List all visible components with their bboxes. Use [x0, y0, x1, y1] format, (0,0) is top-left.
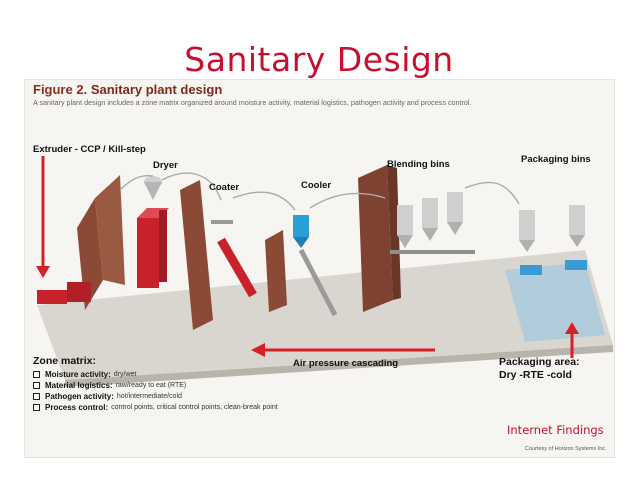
figure-title-text: Sanitary plant design	[90, 82, 223, 97]
internet-findings-note: Internet Findings	[507, 423, 604, 437]
plant-floor	[37, 250, 613, 380]
packaging-bins	[519, 205, 585, 252]
transfer-line	[161, 172, 222, 201]
zone-matrix-row: Material logistics: raw/ready to eat (RT…	[33, 381, 278, 390]
plant-illustration	[36, 156, 613, 387]
slide-title: Sanitary Design	[184, 40, 454, 79]
zone-matrix-row: Moisture activity: dry/wet	[33, 370, 278, 379]
callout-blending: Blending bins	[387, 159, 450, 170]
zone-matrix: Zone matrix: Moisture activity: dry/wet …	[33, 355, 278, 414]
cooler-cone	[293, 237, 309, 248]
zone-matrix-row: Pathogen activity: hot/intermediate/cold	[33, 392, 278, 401]
dryer-side	[159, 210, 167, 282]
callout-dryer: Dryer	[153, 160, 178, 171]
checkbox-icon	[33, 393, 40, 400]
extruder	[37, 290, 67, 304]
plant-floor-edge	[65, 345, 613, 387]
transfer-line	[119, 174, 154, 191]
dryer	[137, 218, 159, 288]
kill-step-arrow-head	[36, 266, 50, 278]
transfer-line	[232, 191, 296, 211]
callout-coater: Coater	[209, 182, 240, 193]
callout-packaging: Packaging bins	[521, 154, 591, 165]
brick-wall	[180, 180, 213, 330]
brick-wall	[358, 165, 393, 312]
brick-wall	[387, 165, 401, 300]
figure-title: Figure 2. Sanitary plant design	[33, 82, 222, 97]
figure-caption: A sanitary plant design includes a zone …	[33, 98, 472, 107]
packaging-arrow-head	[565, 322, 579, 334]
callout-extruder: Extruder - CCP / Kill-step	[33, 144, 146, 155]
extruder-motor	[67, 282, 91, 302]
callout-cooler: Cooler	[301, 180, 332, 191]
packaging-table	[520, 265, 542, 275]
coater-drum	[217, 237, 257, 298]
packaging-floor-zone	[505, 262, 605, 342]
air-pressure-arrow-head	[251, 343, 265, 357]
transfer-line	[464, 181, 520, 205]
dryer-cone	[144, 182, 162, 200]
blending-bins	[390, 192, 475, 254]
coater-frame	[211, 220, 233, 224]
callout-air-pressure: Air pressure cascading	[293, 358, 399, 369]
checkbox-icon	[33, 382, 40, 389]
zone-matrix-heading: Zone matrix:	[33, 355, 97, 367]
packaging-table	[565, 260, 587, 270]
figure-number: Figure 2.	[33, 82, 88, 97]
cooler-conveyor	[298, 248, 338, 317]
brick-wall	[265, 230, 287, 312]
zone-matrix-row: Process control: control points, critica…	[33, 403, 278, 412]
brick-wall	[95, 175, 125, 285]
cooler	[293, 215, 309, 237]
courtesy-credit: Courtesy of Horizon Systems Inc.	[525, 446, 607, 452]
packaging-area-label: Packaging area: Dry -RTE -cold	[499, 356, 580, 381]
figure-panel: Figure 2. Sanitary plant design A sanita…	[24, 79, 615, 458]
checkbox-icon	[33, 404, 40, 411]
transfer-line	[309, 192, 386, 209]
checkbox-icon	[33, 371, 40, 378]
